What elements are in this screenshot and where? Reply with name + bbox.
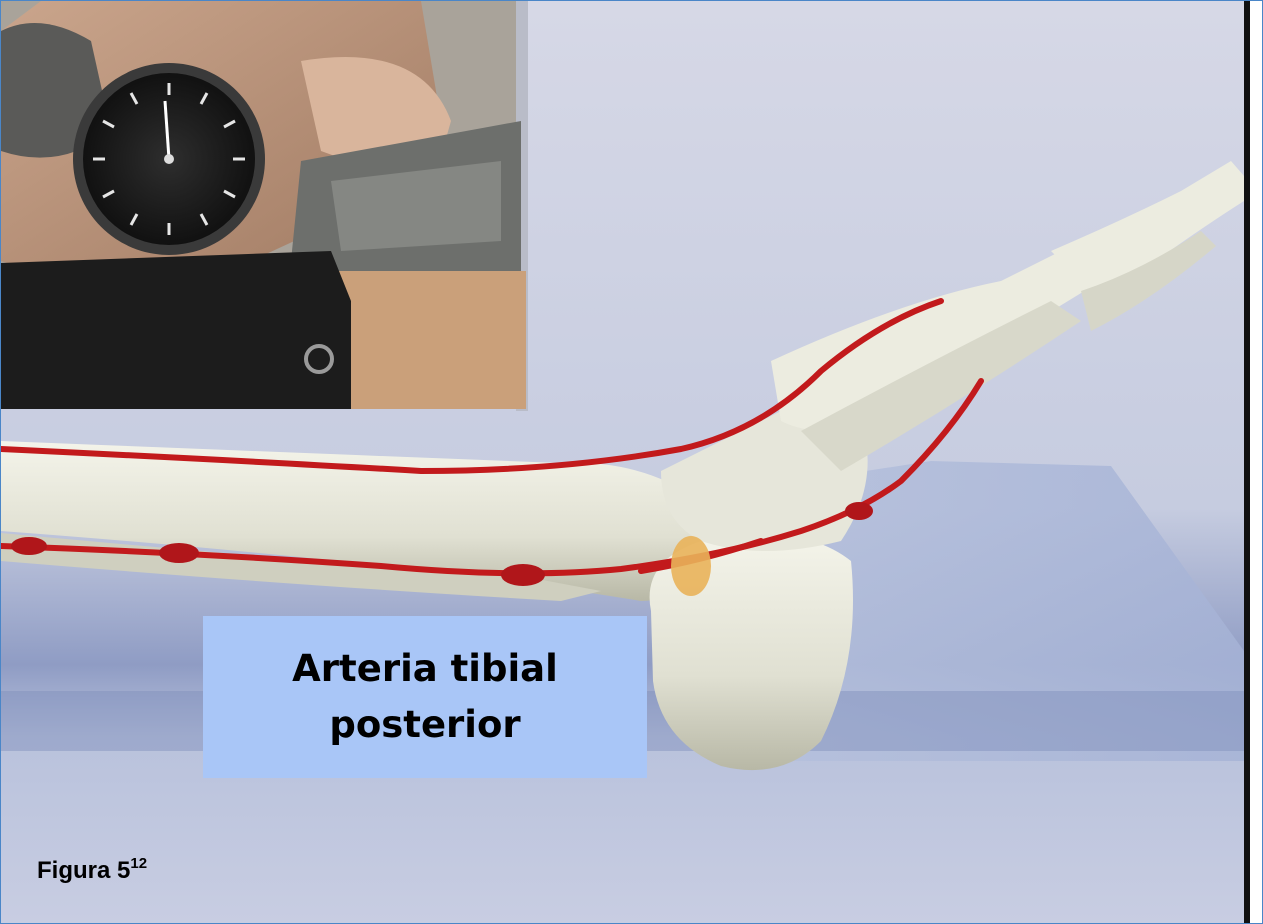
artery-label-line1: Arteria tibial xyxy=(292,641,558,697)
inset-photo xyxy=(1,1,528,411)
artery-label-line2: posterior xyxy=(329,697,520,753)
pulse-point xyxy=(671,536,711,596)
caption-reference: 12 xyxy=(130,855,147,872)
caption-text: Figura 5 xyxy=(37,857,130,884)
artery-label-box: Arteria tibial posterior xyxy=(203,616,647,778)
right-margin xyxy=(1250,1,1262,923)
figure-caption: Figura 512 xyxy=(37,855,147,885)
